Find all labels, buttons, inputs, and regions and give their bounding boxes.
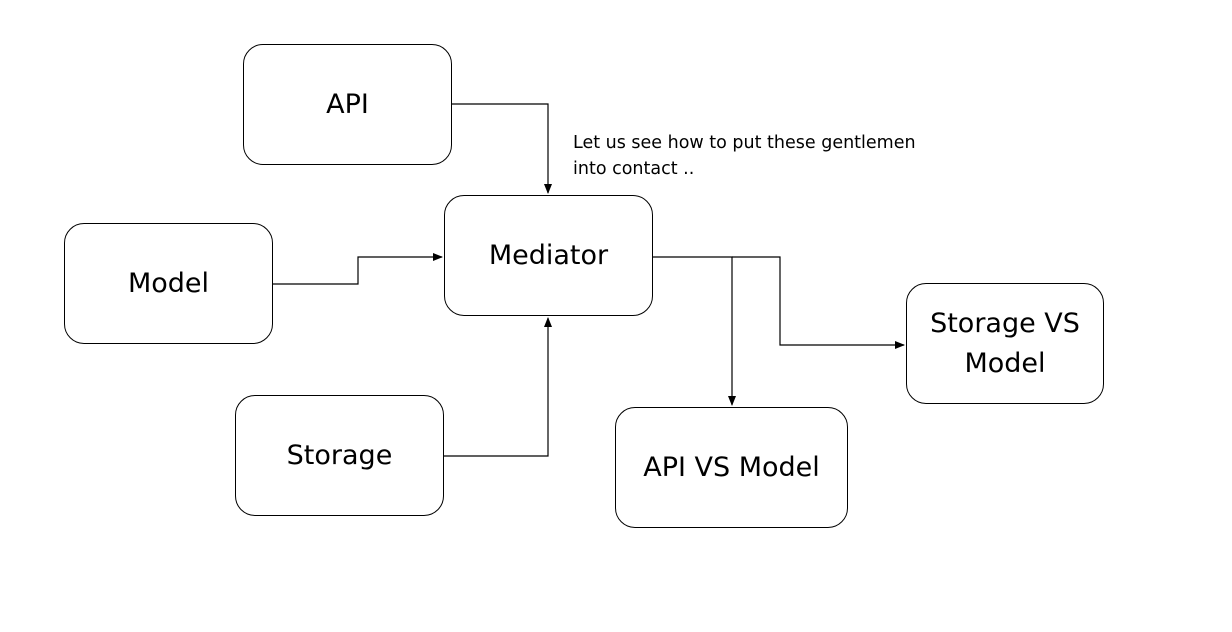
mediator-node: Mediator (444, 195, 653, 316)
model-node: Model (64, 223, 273, 344)
edge-api-to-mediator (452, 103, 552, 194)
annotation-note: Let us see how to put these gentlemen in… (573, 133, 916, 179)
storage-node: Storage (235, 395, 444, 516)
edge-mediator-to-api-vs-model (653, 256, 736, 406)
api-node-label: API (326, 88, 369, 120)
mediator-node-label: Mediator (488, 239, 609, 271)
api-vs-model-node-label: API VS Model (643, 451, 820, 483)
api-node: API (243, 44, 452, 165)
edge-storage-to-mediator (444, 317, 552, 457)
api-vs-model-node: API VS Model (615, 407, 848, 528)
edge-mediator-to-storage-vs-model (732, 256, 905, 349)
storage-node-label: Storage (286, 439, 393, 471)
storage-vs-model-node: Storage VS Model (906, 283, 1104, 404)
edge-model-to-mediator (273, 253, 443, 285)
model-node-label: Model (127, 267, 210, 299)
storage-vs-model-node-label: Storage VS Model (930, 307, 1080, 379)
